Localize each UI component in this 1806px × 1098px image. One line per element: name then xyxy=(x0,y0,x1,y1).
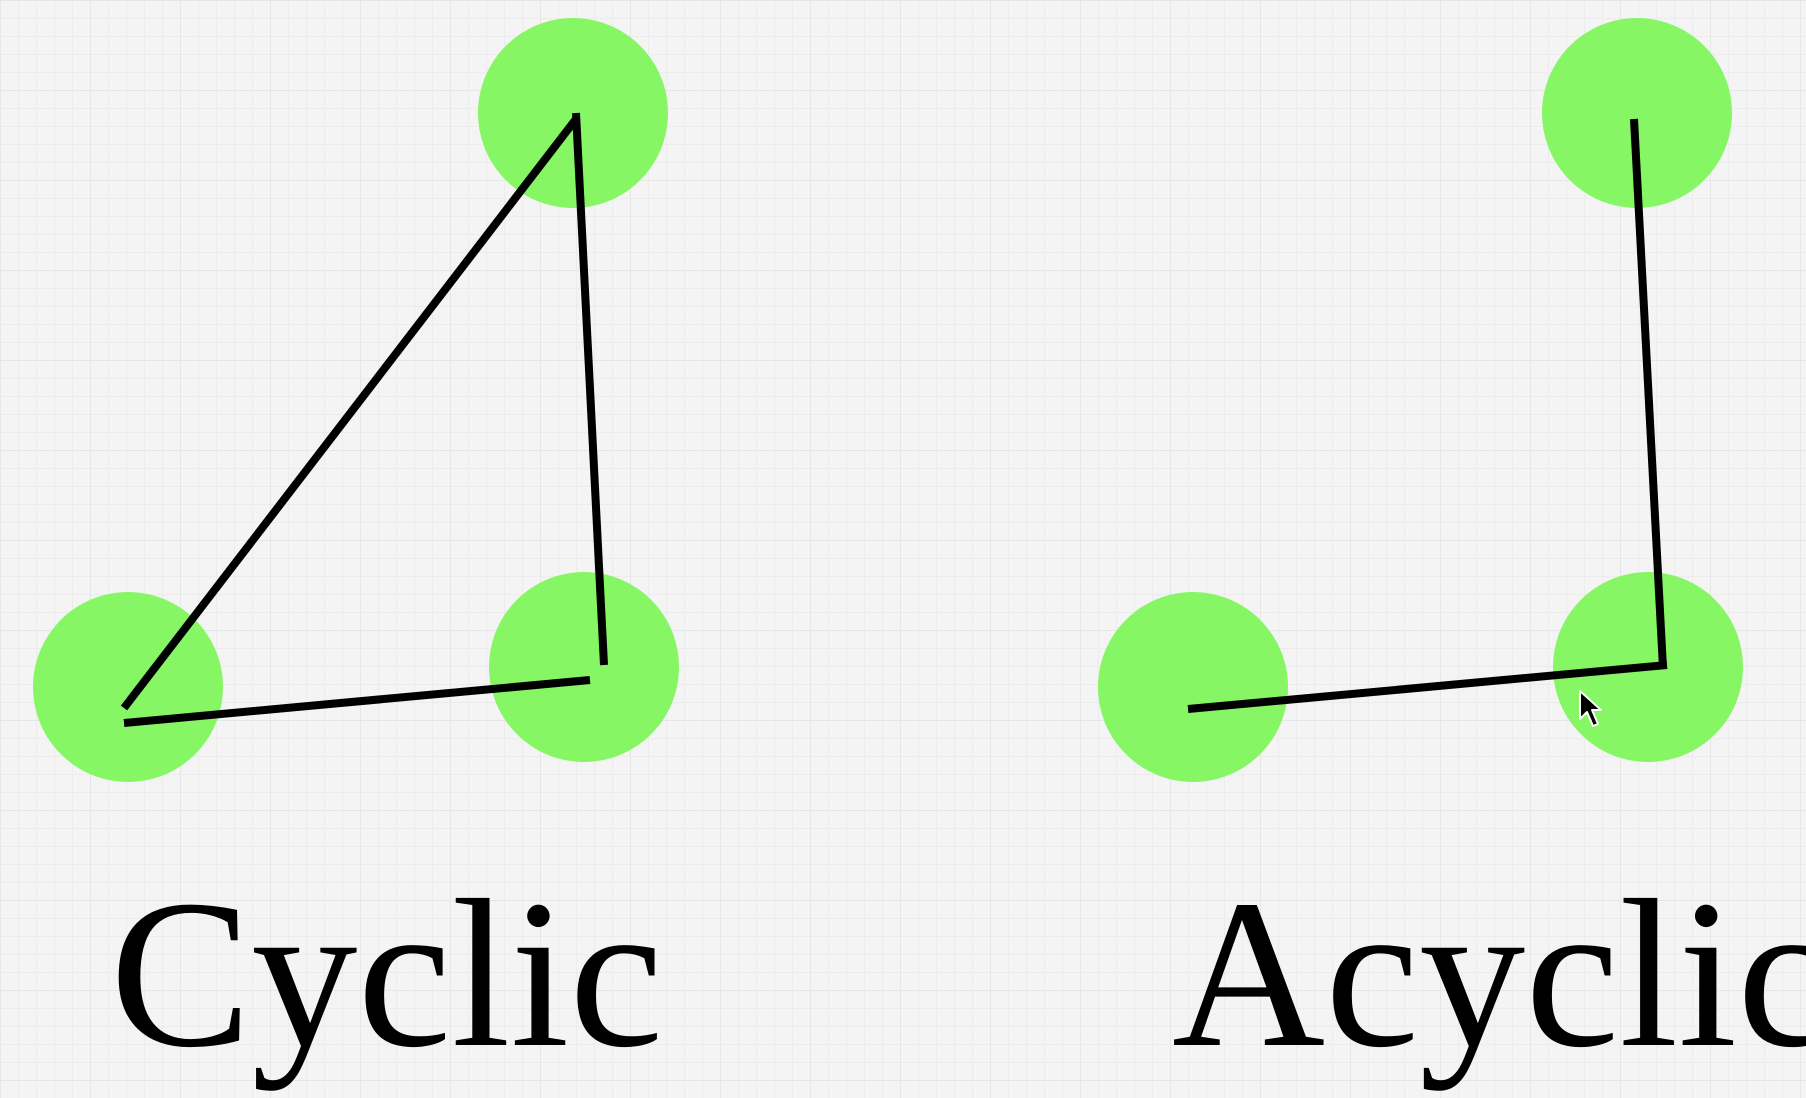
acyclic-edge-top-to-bottom-right[interactable] xyxy=(1630,118,1667,669)
acyclic-edge-bottom-left-to-bottom-right[interactable] xyxy=(1187,661,1668,713)
acyclic-label: Acyclic xyxy=(1172,856,1806,1091)
cyclic-node-top[interactable] xyxy=(478,18,668,208)
cyclic-edge-bottom-left-to-top[interactable] xyxy=(120,116,580,711)
mouse-pointer-icon xyxy=(1579,690,1602,727)
acyclic-node-top[interactable] xyxy=(1542,18,1732,208)
cyclic-node-bottom-right[interactable] xyxy=(489,572,679,762)
cyclic-label: Cyclic xyxy=(110,856,664,1091)
cyclic-edge-bottom-left-to-bottom-right[interactable] xyxy=(123,676,591,727)
acyclic-diagram xyxy=(1098,18,1743,782)
cyclic-edge-top-to-bottom-right[interactable] xyxy=(572,112,608,666)
cyclic-diagram xyxy=(33,18,679,782)
acyclic-node-bottom-left[interactable] xyxy=(1098,592,1288,782)
